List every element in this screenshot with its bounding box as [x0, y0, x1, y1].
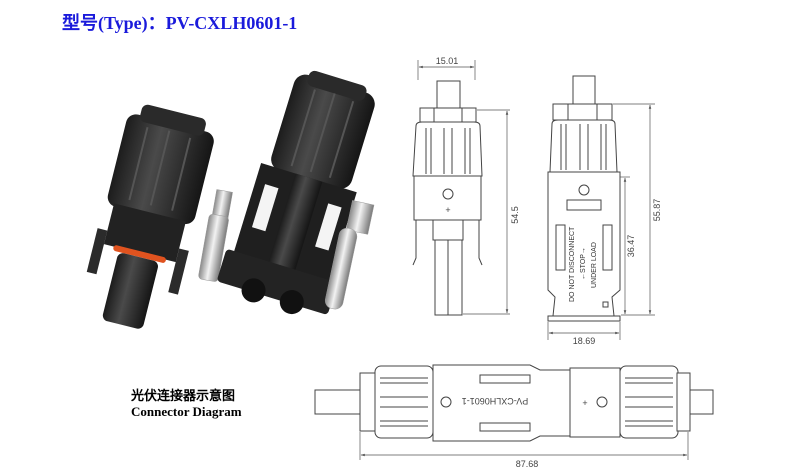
- side-width-dimension: 18.69: [573, 336, 596, 346]
- page-title: 型号(Type)：PV-CXLH0601-1: [62, 13, 298, 33]
- mated-view-drawing: PV-CXLH0601-1 + 87.68: [314, 364, 714, 469]
- caption-english: Connector Diagram: [131, 404, 242, 419]
- mated-model-marking: PV-CXLH0601-1: [462, 396, 529, 406]
- side-total-height-dimension: 55.87: [652, 199, 662, 222]
- warning-text-line2: ←STOP→: [580, 247, 587, 280]
- side-view-drawing: DO NOT DISCONNECT ←STOP→ UNDER LOAD 18.6…: [547, 75, 662, 346]
- mated-polarity-mark: +: [582, 398, 587, 408]
- male-connector-photo: [217, 70, 375, 315]
- warning-text-line1: DO NOT DISCONNECT: [569, 226, 576, 302]
- mated-length-dimension: 87.68: [516, 459, 539, 469]
- male-pin-photo: [324, 200, 375, 310]
- front-height-dimension: 54.5: [510, 206, 520, 224]
- female-pin-photo: [198, 189, 233, 282]
- warning-text-line3: UNDER LOAD: [591, 242, 598, 288]
- front-view-drawing: + 15.01 54.5: [412, 56, 520, 316]
- front-polarity-mark: +: [445, 205, 450, 215]
- female-connector-photo: [86, 104, 214, 329]
- side-inner-height-dimension: 36.47: [626, 235, 636, 258]
- caption-chinese: 光伏连接器示意图: [131, 388, 236, 403]
- front-width-dimension: 15.01: [436, 56, 459, 66]
